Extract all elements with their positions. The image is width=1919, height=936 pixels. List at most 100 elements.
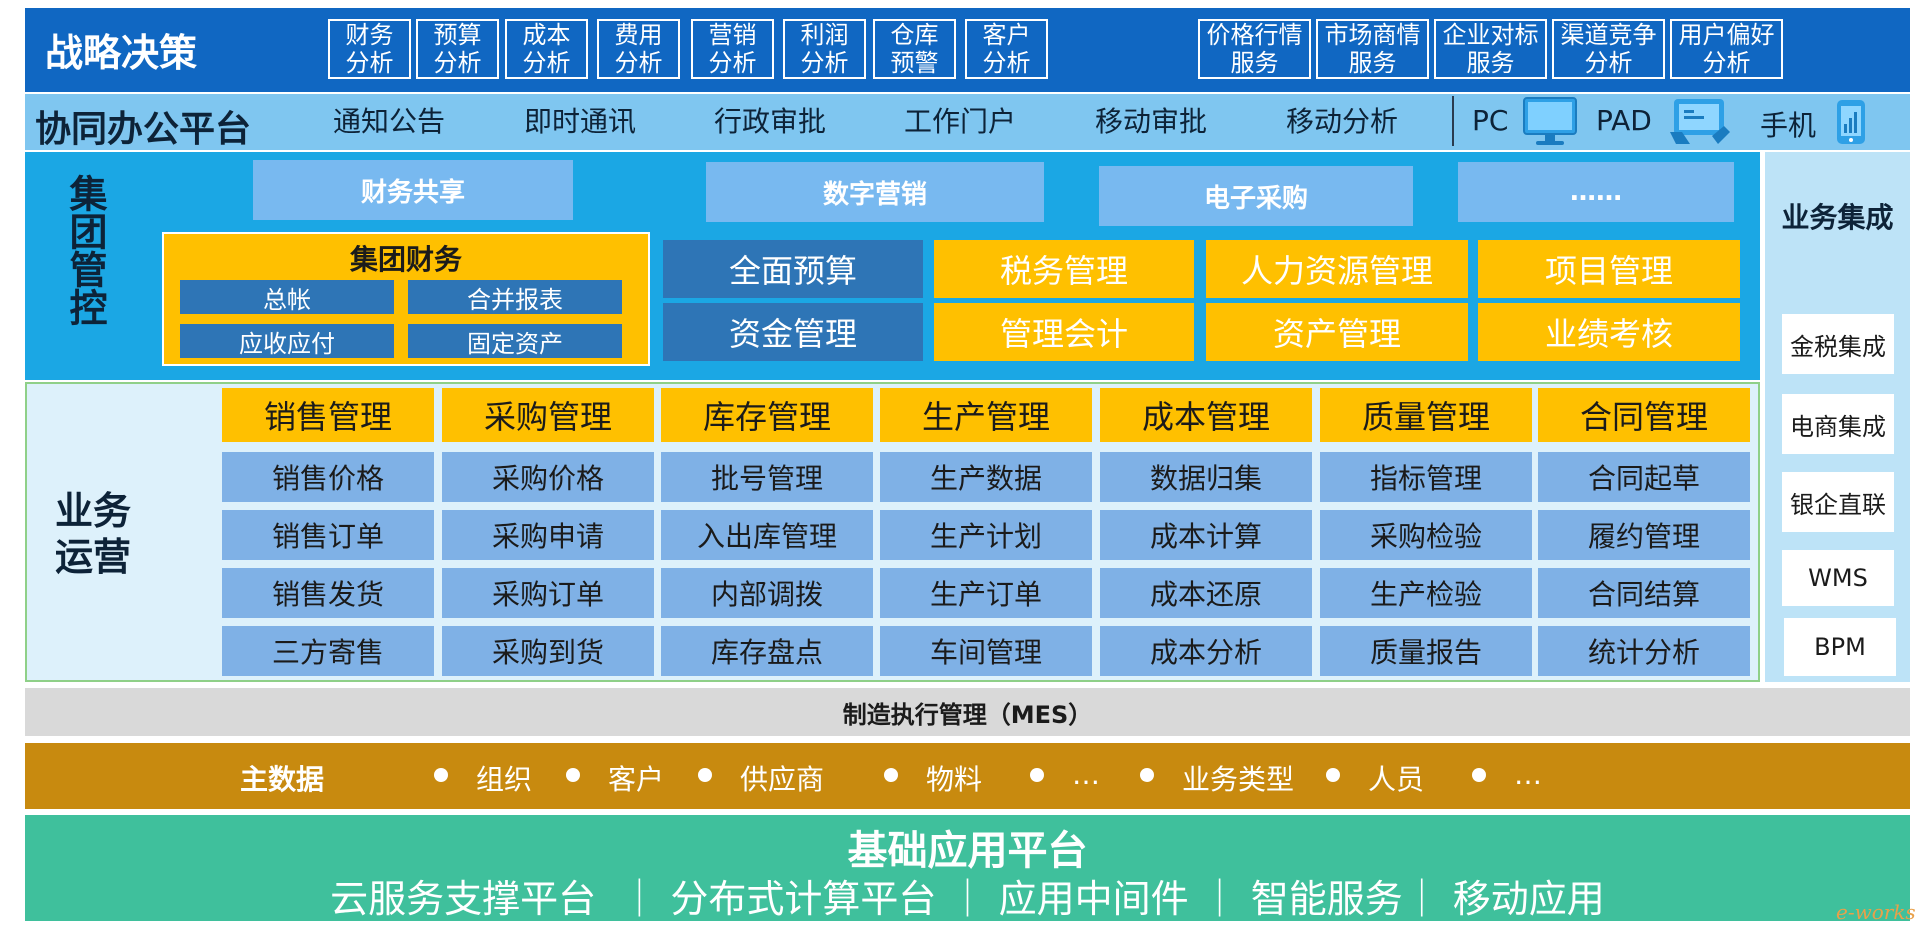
strategy-item-price: 价格行情服务 bbox=[1198, 19, 1311, 79]
bullet-icon bbox=[884, 768, 898, 782]
collab-band bbox=[25, 94, 1910, 150]
master-item-org: 组织 bbox=[476, 763, 533, 796]
operations-cell: 质量报告 bbox=[1320, 626, 1532, 676]
operations-title: 业务运营 bbox=[48, 488, 138, 580]
finance-item-consolidation: 合并报表 bbox=[408, 280, 622, 314]
strategy-item-preference: 用户偏好分析 bbox=[1670, 19, 1783, 79]
finance-item-receivables: 应收应付 bbox=[180, 324, 394, 358]
group-module-tax: 税务管理 bbox=[934, 240, 1194, 298]
master-item-personnel: 人员 bbox=[1368, 763, 1425, 796]
operations-cell: 生产检验 bbox=[1320, 568, 1532, 618]
bullet-icon bbox=[1030, 768, 1044, 782]
group-title: 集团管控 bbox=[60, 174, 110, 326]
operations-cell: 指标管理 bbox=[1320, 452, 1532, 502]
collab-item-mobile-analysis: 移动分析 bbox=[1286, 105, 1399, 138]
operations-column-head: 生产管理 bbox=[880, 388, 1092, 442]
strategy-item-budget: 预算分析 bbox=[416, 19, 499, 79]
master-item-customer: 客户 bbox=[608, 763, 665, 796]
strategy-item-customer: 客户分析 bbox=[965, 19, 1048, 79]
strategy-item-marketing: 营销分析 bbox=[691, 19, 774, 79]
foundation-band bbox=[25, 815, 1910, 921]
master-item-material: 物料 bbox=[926, 763, 983, 796]
device-pad-label: PAD bbox=[1596, 104, 1652, 137]
collab-title: 协同办公平台 bbox=[35, 109, 252, 150]
tablet-icon bbox=[1668, 96, 1734, 148]
group-module-project: 项目管理 bbox=[1478, 240, 1740, 298]
strategy-item-line2: 分析 bbox=[800, 49, 849, 77]
device-pc-label: PC bbox=[1472, 104, 1509, 137]
master-item-more-2: … bbox=[1514, 758, 1542, 791]
group-module-funds: 资金管理 bbox=[663, 303, 923, 361]
operations-cell: 车间管理 bbox=[880, 626, 1092, 676]
watermark-logo: e-works bbox=[1836, 900, 1916, 924]
group-module-assets: 资产管理 bbox=[1206, 303, 1468, 361]
strategy-item-line1: 客户 bbox=[982, 21, 1031, 49]
strategy-item-line2: 分析 bbox=[614, 49, 663, 77]
operations-cell: 采购到货 bbox=[442, 626, 654, 676]
strategy-item-line1: 财务 bbox=[345, 21, 394, 49]
operations-cell: 数据归集 bbox=[1100, 452, 1312, 502]
strategy-item-line2: 分析 bbox=[708, 49, 757, 77]
operations-cell: 内部调拨 bbox=[661, 568, 873, 618]
strategy-item-line1: 渠道竞争 bbox=[1560, 21, 1657, 49]
strategy-item-expense: 费用分析 bbox=[597, 19, 680, 79]
master-item-business-type: 业务类型 bbox=[1182, 763, 1295, 796]
strategy-item-line1: 费用 bbox=[614, 21, 663, 49]
finance-item-ledger: 总帐 bbox=[180, 280, 394, 314]
strategy-item-channel: 渠道竞争分析 bbox=[1552, 19, 1665, 79]
strategy-item-line2: 分析 bbox=[345, 49, 394, 77]
strategy-item-finance: 财务分析 bbox=[328, 19, 411, 79]
collab-item-approval: 行政审批 bbox=[714, 105, 827, 138]
strategy-item-line2: 分析 bbox=[1702, 49, 1751, 77]
strategy-title: 战略决策 bbox=[45, 31, 198, 75]
phone-icon bbox=[1834, 98, 1868, 146]
operations-cell: 采购价格 bbox=[442, 452, 654, 502]
operations-cell: 库存盘点 bbox=[661, 626, 873, 676]
group-top-e-procurement: 电子采购 bbox=[1099, 166, 1413, 226]
integration-item-bpm: BPM bbox=[1784, 618, 1896, 676]
operations-cell: 销售价格 bbox=[222, 452, 434, 502]
operations-cell: 入出库管理 bbox=[661, 510, 873, 560]
collab-divider bbox=[1452, 96, 1454, 146]
strategy-item-market: 市场商情服务 bbox=[1316, 19, 1429, 79]
strategy-item-line2: 分析 bbox=[522, 49, 571, 77]
device-phone-label: 手机 bbox=[1760, 109, 1817, 142]
integration-item-ecommerce: 电商集成 bbox=[1782, 394, 1894, 454]
integration-item-wms: WMS bbox=[1782, 550, 1894, 606]
operations-column-head: 合同管理 bbox=[1538, 388, 1750, 442]
operations-cell: 合同起草 bbox=[1538, 452, 1750, 502]
operations-cell: 批号管理 bbox=[661, 452, 873, 502]
strategy-item-line1: 价格行情 bbox=[1206, 21, 1303, 49]
finance-item-fixed-assets: 固定资产 bbox=[408, 324, 622, 358]
master-item-more: … bbox=[1072, 758, 1100, 791]
strategy-item-line1: 成本 bbox=[522, 21, 571, 49]
master-item-supplier: 供应商 bbox=[740, 763, 825, 796]
master-data-band bbox=[25, 743, 1910, 809]
operations-cell: 生产数据 bbox=[880, 452, 1092, 502]
strategy-item-line2: 服务 bbox=[1466, 49, 1515, 77]
bullet-icon bbox=[1472, 768, 1486, 782]
group-module-mgmt-accounting: 管理会计 bbox=[934, 303, 1194, 361]
operations-cell: 成本还原 bbox=[1100, 568, 1312, 618]
bullet-icon bbox=[1140, 768, 1154, 782]
strategy-item-line1: 仓库 bbox=[890, 21, 939, 49]
bullet-icon bbox=[1326, 768, 1340, 782]
operations-cell: 合同结算 bbox=[1538, 568, 1750, 618]
operations-cell: 履约管理 bbox=[1538, 510, 1750, 560]
operations-cell: 三方寄售 bbox=[222, 626, 434, 676]
strategy-item-line1: 营销 bbox=[708, 21, 757, 49]
operations-column-head: 成本管理 bbox=[1100, 388, 1312, 442]
operations-cell: 销售发货 bbox=[222, 568, 434, 618]
operations-cell: 采购申请 bbox=[442, 510, 654, 560]
strategy-item-line1: 预算 bbox=[433, 21, 482, 49]
operations-cell: 销售订单 bbox=[222, 510, 434, 560]
strategy-item-line1: 用户偏好 bbox=[1678, 21, 1775, 49]
operations-column-head: 库存管理 bbox=[661, 388, 873, 442]
operations-cell: 成本分析 bbox=[1100, 626, 1312, 676]
operations-column-head: 销售管理 bbox=[222, 388, 434, 442]
group-top-more: …… bbox=[1458, 162, 1734, 222]
strategy-item-cost: 成本分析 bbox=[505, 19, 588, 79]
operations-cell: 采购检验 bbox=[1320, 510, 1532, 560]
operations-cell: 采购订单 bbox=[442, 568, 654, 618]
bullet-icon bbox=[698, 768, 712, 782]
